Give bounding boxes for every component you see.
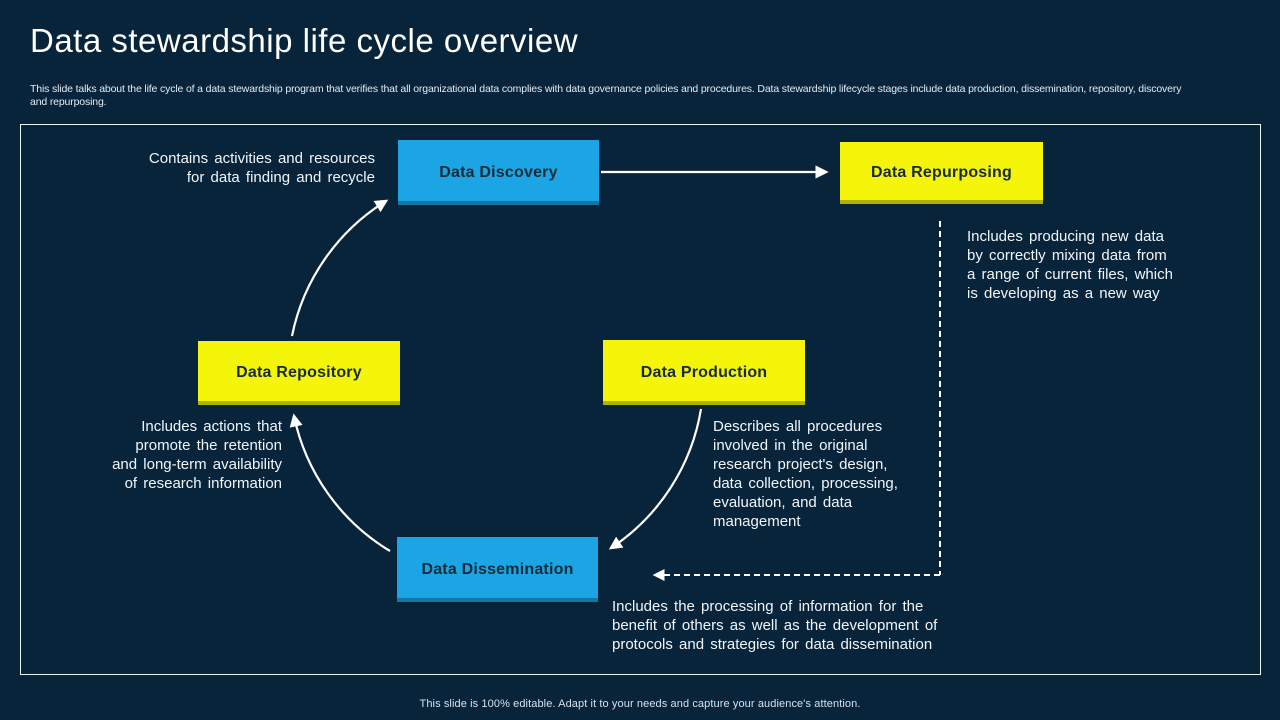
diagram-panel [20, 124, 1261, 675]
page-title: Data stewardship life cycle overview [30, 22, 579, 59]
node-data-repurposing: Data Repurposing [840, 142, 1043, 204]
node-label: Data Dissemination [421, 560, 574, 578]
desc-data-repurposing: Includes producing new data by correctly… [967, 228, 1173, 302]
slide-subtitle: This slide talks about the life cycle of… [30, 83, 1182, 108]
node-data-production: Data Production [603, 340, 805, 405]
desc-data-repository: Includes actions that promote the retent… [112, 418, 282, 492]
node-data-dissemination: Data Dissemination [397, 537, 598, 602]
desc-data-production: Describes all procedures involved in the… [713, 418, 898, 530]
node-data-repository: Data Repository [198, 341, 400, 405]
desc-data-discovery: Contains activities and resources for da… [148, 150, 375, 186]
node-label: Data Discovery [439, 163, 558, 181]
node-label: Data Repurposing [871, 164, 1012, 181]
desc-data-dissemination: Includes the processing of information f… [612, 598, 938, 653]
node-label: Data Repository [236, 364, 362, 381]
node-data-discovery: Data Discovery [398, 140, 599, 205]
slide-footer-note: This slide is 100% editable. Adapt it to… [419, 698, 861, 710]
node-label: Data Production [640, 363, 768, 381]
